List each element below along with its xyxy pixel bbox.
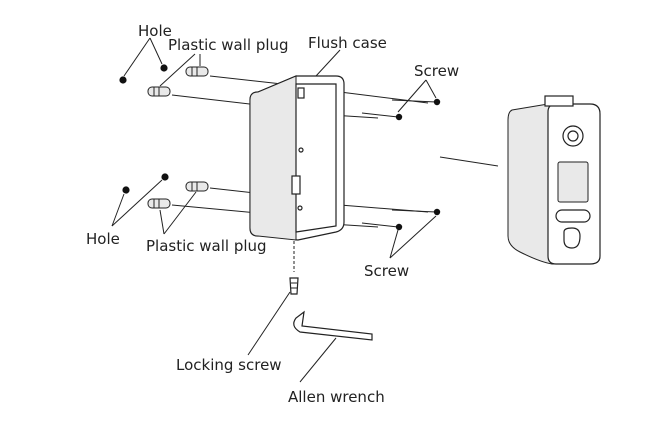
screws-bottom xyxy=(361,208,441,231)
wall-plugs-bottom xyxy=(147,181,209,209)
screws-top xyxy=(361,98,441,121)
leader-lines xyxy=(111,37,437,383)
allen-wrench xyxy=(293,310,373,341)
locking-screw xyxy=(289,277,299,295)
flush-case xyxy=(249,75,345,241)
label-plug-bottom: Plastic wall plug xyxy=(146,237,267,255)
label-flush-case: Flush case xyxy=(308,34,387,52)
label-screw-top: Screw xyxy=(414,62,459,80)
label-plug-top: Plastic wall plug xyxy=(168,36,289,54)
label-allen-wrench: Allen wrench xyxy=(288,388,385,406)
holes-bottom xyxy=(122,173,169,194)
wall-plugs-top xyxy=(147,66,209,97)
holes-top xyxy=(119,64,168,84)
label-screw-bottom: Screw xyxy=(364,262,409,280)
label-hole-top: Hole xyxy=(138,22,172,40)
label-hole-bottom: Hole xyxy=(86,230,120,248)
door-station xyxy=(507,95,601,265)
label-locking-screw: Locking screw xyxy=(176,356,282,374)
